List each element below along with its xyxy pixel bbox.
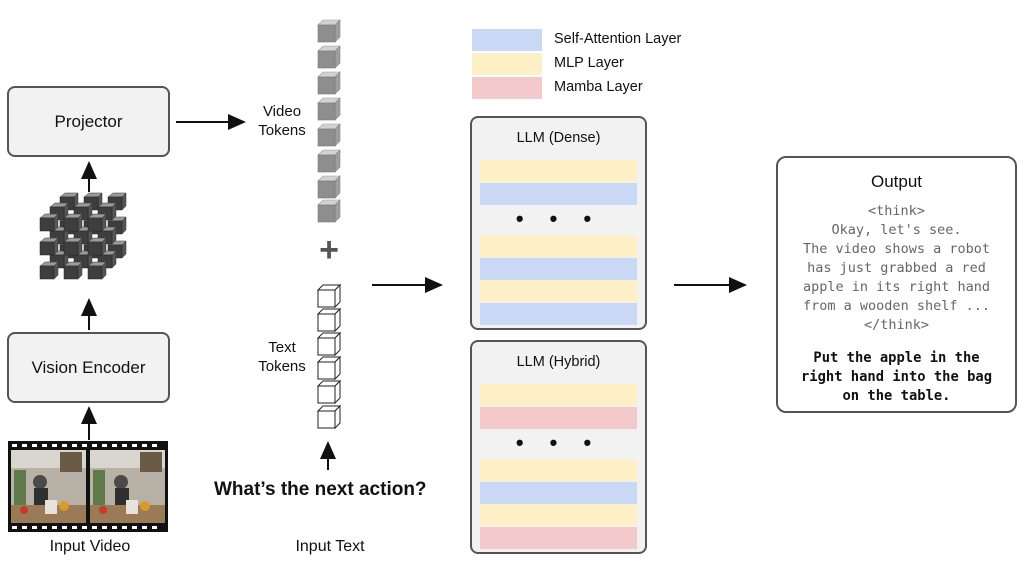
hybrid-layer-mlp-1 — [480, 384, 637, 406]
input-text-label: Input Text — [295, 538, 365, 555]
hybrid-layer-mamba-2 — [480, 527, 637, 549]
hybrid-layer-mlp-3 — [480, 504, 637, 526]
question-text: What’s the next action? — [214, 479, 427, 500]
dense-layer-attn-3 — [480, 303, 637, 325]
plus-sign: + — [319, 231, 339, 269]
video-frame-2 — [90, 450, 165, 523]
output-think-text: <think> Okay, let's see. The video shows… — [803, 203, 990, 333]
hybrid-layer-mlp-2 — [480, 459, 637, 481]
text-tokens-label: Text Tokens — [252, 338, 312, 376]
llm-hybrid-title: LLM (Hybrid) — [516, 354, 601, 370]
video-token-stack — [317, 19, 341, 223]
input-video-filmstrip — [8, 441, 168, 532]
vision-encoder-label: Vision Encoder — [31, 357, 146, 377]
dense-ellipsis: • • • — [515, 206, 602, 231]
video-tokens-label: Video Tokens — [252, 102, 312, 140]
projector-label: Projector — [54, 111, 123, 131]
output-title: Output — [870, 172, 923, 191]
video-tokens-line2: Tokens — [258, 122, 306, 139]
llm-hybrid-box: LLM (Hybrid) • • • — [470, 340, 647, 554]
text-tokens-line2: Tokens — [258, 358, 306, 375]
video-frame-1 — [11, 450, 86, 523]
text-tokens-line1: Text — [268, 339, 296, 356]
output-answer-text: Put the apple in the right hand into the… — [800, 350, 993, 404]
legend-swatch-mlp — [472, 53, 542, 75]
visual-feature-grid — [39, 192, 127, 280]
dense-layer-attn-2 — [480, 258, 637, 280]
llm-dense-title: LLM (Dense) — [516, 130, 601, 146]
input-video-label: Input Video — [49, 538, 131, 555]
text-token-stack — [317, 284, 341, 429]
projector-box: Projector — [7, 86, 170, 157]
video-tokens-line1: Video — [262, 103, 302, 120]
hybrid-layer-attn-1 — [480, 482, 637, 504]
dense-layer-attn-1 — [480, 183, 637, 205]
legend-label-mlp: MLP Layer — [554, 55, 624, 71]
legend-label-mamba: Mamba Layer — [554, 79, 643, 95]
dense-layer-mlp-3 — [480, 280, 637, 302]
llm-dense-box: LLM (Dense) • • • — [470, 116, 647, 330]
output-box: Output <think> Okay, let's see. The vide… — [776, 156, 1017, 413]
hybrid-ellipsis: • • • — [515, 430, 602, 455]
legend-label-attn: Self-Attention Layer — [554, 31, 682, 47]
dense-layer-mlp-1 — [480, 160, 637, 182]
legend-swatch-mamba — [472, 77, 542, 99]
dense-layer-mlp-2 — [480, 235, 637, 257]
legend-swatch-attn — [472, 29, 542, 51]
hybrid-layer-mamba-1 — [480, 407, 637, 429]
vision-encoder-box: Vision Encoder — [7, 332, 170, 403]
